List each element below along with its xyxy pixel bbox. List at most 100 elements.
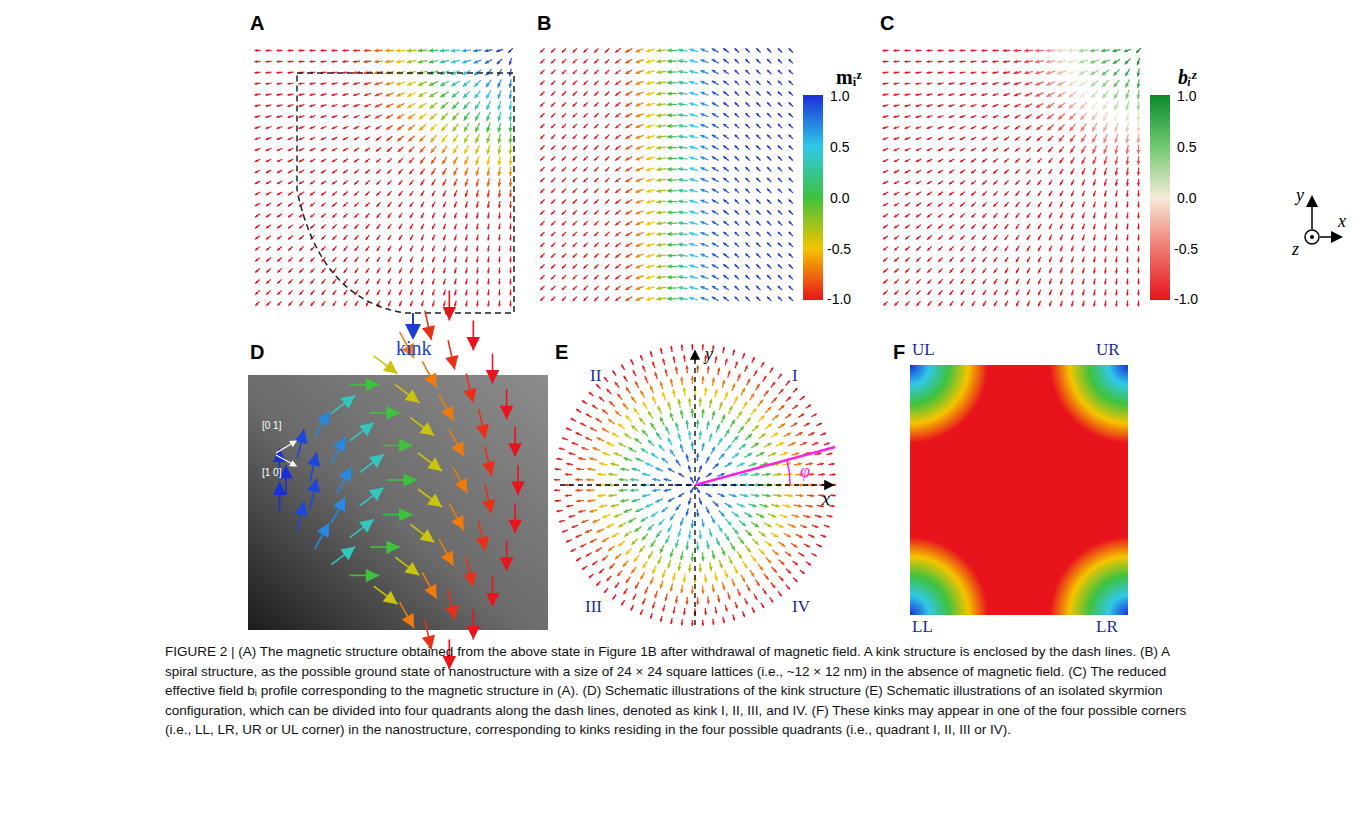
spin-arrow-head	[497, 128, 501, 133]
spin-arrow-head	[443, 248, 446, 251]
spin-arrow-head	[266, 49, 269, 52]
spin-arrow-head	[667, 113, 671, 117]
spin-arrow-head	[508, 106, 512, 110]
spin-arrow-head	[508, 128, 513, 133]
spin-arrow-head	[509, 216, 512, 219]
spin-arrow-head	[497, 139, 501, 144]
spin-arrow-head	[266, 71, 269, 74]
spin-arrow-head	[509, 227, 512, 230]
spin-arrow-head	[277, 49, 280, 52]
spin-arrow-head	[508, 139, 512, 144]
spin-arrow-head	[266, 126, 269, 129]
spin-arrow-head	[465, 182, 468, 186]
spin-arrow-head	[509, 304, 512, 307]
spin-arrow-head	[667, 81, 671, 85]
spin-arrow-head	[407, 59, 412, 63]
spin-arrow-head	[498, 260, 501, 263]
spin-arrow-head	[667, 189, 671, 193]
spin-arrow-head	[475, 160, 479, 165]
spin-arrow-head	[509, 282, 512, 285]
spin-arrow-head	[342, 49, 345, 52]
spin-arrow-head	[310, 49, 313, 52]
spin-arrow-head	[667, 221, 671, 225]
spin-arrow-head	[255, 137, 258, 140]
spin-arrow-head	[509, 183, 513, 187]
spin-arrow-head	[332, 60, 335, 63]
spin-arrow-head	[364, 60, 368, 64]
spin-arrow-head	[509, 194, 513, 198]
spin-arrow-head	[487, 172, 491, 176]
spin-arrow-head	[454, 226, 457, 229]
spin-arrow-head	[440, 60, 445, 64]
spin-arrow-head	[255, 60, 258, 63]
spin-arrow-head	[667, 199, 671, 203]
spin-arrow-head	[487, 183, 491, 187]
spin-arrow-head	[508, 161, 512, 165]
spin-arrow-head	[667, 70, 671, 74]
spin-arrow-head	[432, 292, 435, 295]
spin-arrow-head	[667, 91, 671, 95]
spin-arrow-head	[418, 48, 423, 52]
spin-arrow-head	[418, 59, 423, 63]
spin-arrow-head	[385, 49, 389, 53]
spin-arrow-head	[509, 172, 513, 176]
spin-arrow-head	[667, 232, 671, 236]
spin-arrow-head	[396, 82, 401, 86]
spin-arrow-head	[509, 238, 512, 241]
spin-arrow-head	[508, 117, 512, 122]
spin-arrow-head	[487, 304, 490, 307]
spin-arrow-head	[498, 194, 502, 198]
spin-arrow-head	[266, 60, 269, 63]
spin-arrow-head	[429, 59, 434, 63]
spin-arrow-head	[498, 304, 501, 307]
spin-arrow-head	[667, 145, 671, 149]
spin-arrow-head	[288, 49, 291, 52]
spin-arrow-head	[667, 178, 671, 182]
panel-b-arrows	[540, 48, 793, 301]
spin-arrow-head	[443, 259, 446, 262]
spin-arrow-head	[432, 281, 435, 284]
spin-arrow-head	[288, 60, 291, 63]
spin-arrow-head	[374, 49, 378, 53]
spin-arrow-head	[353, 49, 356, 52]
spin-arrow-head	[498, 249, 501, 252]
spin-arrow-head	[498, 271, 501, 274]
spin-arrow-head	[498, 238, 501, 241]
spin-arrow-head	[508, 150, 512, 155]
spin-arrow-head	[342, 60, 345, 63]
spin-arrow-head	[498, 293, 501, 296]
spin-arrow-head	[310, 60, 313, 63]
spin-arrow-head	[509, 205, 512, 208]
spin-arrow-head	[509, 260, 512, 263]
spin-arrow-head	[667, 102, 671, 106]
spin-arrow-head	[375, 93, 379, 96]
spin-arrow-head	[332, 104, 335, 107]
spin-arrow-head	[487, 293, 490, 296]
spin-arrow-head	[255, 71, 258, 74]
spin-arrow-head	[498, 216, 501, 219]
spin-arrow-head	[498, 227, 501, 230]
spin-arrow-head	[332, 49, 335, 52]
spin-arrow-head	[396, 48, 400, 52]
spin-arrow-head	[667, 124, 671, 128]
spin-arrow-head	[343, 104, 346, 107]
spin-arrow-head	[321, 60, 324, 63]
spin-arrow-head	[486, 127, 490, 132]
spin-arrow-head	[464, 116, 468, 121]
spin-arrow-head	[255, 49, 258, 52]
spin-arrow-head	[440, 48, 445, 52]
spin-arrow-head	[407, 48, 412, 52]
spin-arrow-head	[667, 135, 671, 139]
spin-arrow-head	[509, 293, 512, 296]
spin-arrow-head	[498, 282, 501, 285]
spin-arrow-head	[667, 59, 671, 63]
spin-arrow-head	[299, 60, 302, 63]
spin-arrow-head	[451, 48, 455, 52]
spin-arrow-head	[487, 282, 490, 285]
spin-arrow-head	[429, 48, 434, 53]
spin-arrow-head	[364, 49, 368, 53]
spin-arrow-head	[310, 115, 313, 118]
spin-arrow-head	[277, 60, 280, 63]
spin-arrow-head	[667, 167, 671, 171]
